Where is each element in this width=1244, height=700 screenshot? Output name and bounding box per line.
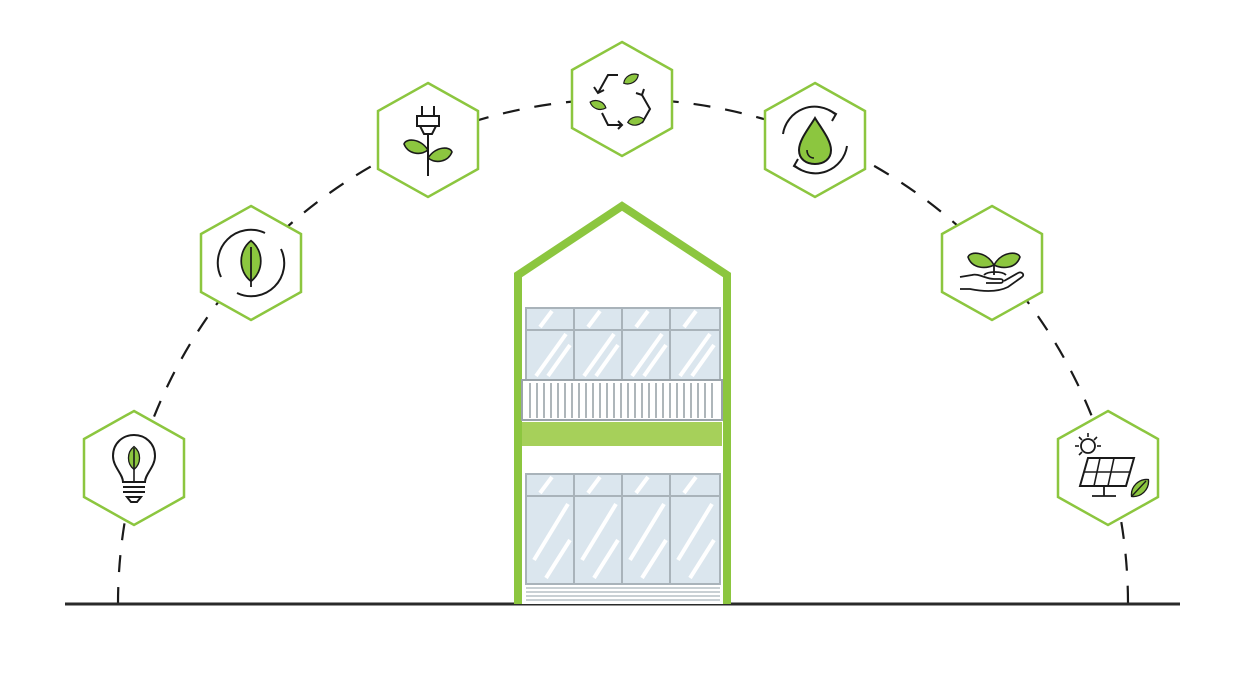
plug-plant-icon [376, 81, 480, 199]
floor-band [522, 422, 722, 446]
leaf-lightbulb-icon [82, 409, 186, 527]
hand-sprout-icon [940, 204, 1044, 322]
upper-windows [525, 307, 721, 381]
lower-windows [525, 473, 721, 601]
solar-panel-leaf-icon [1056, 409, 1160, 527]
water-drop-cycle-icon [763, 81, 867, 199]
balcony-railing [521, 379, 723, 421]
green-house-building-icon [514, 201, 731, 604]
recycle-leaves-icon [570, 40, 674, 158]
leaf-circle-icon [199, 204, 303, 322]
